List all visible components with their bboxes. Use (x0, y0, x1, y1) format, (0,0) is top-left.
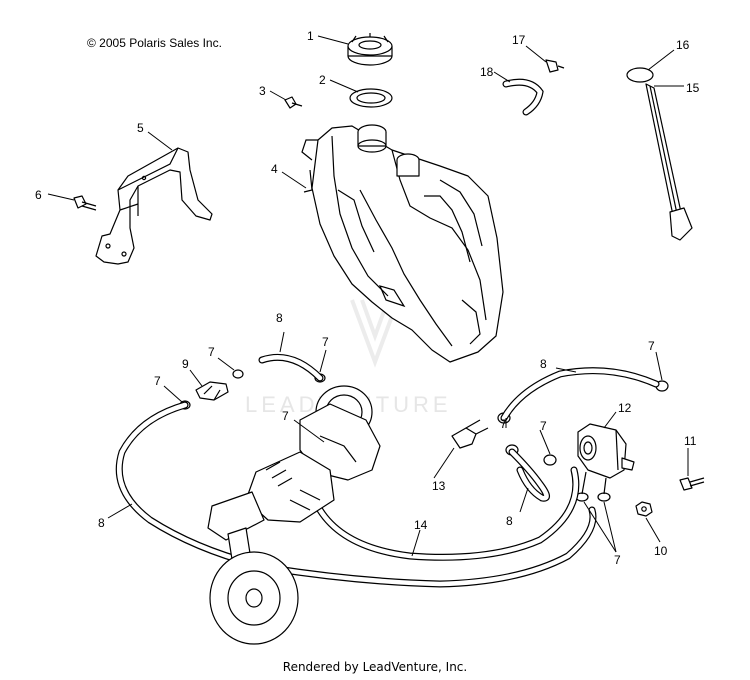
vent-line-18 (502, 78, 544, 116)
callout-10: 10 (654, 544, 668, 558)
inline-filter-9 (195, 381, 229, 401)
tee-fitting-13 (451, 419, 489, 449)
callout-17: 17 (512, 33, 526, 47)
footer-credit: Rendered by LeadVenture, Inc. (282, 660, 468, 674)
callout-11: 11 (684, 434, 697, 448)
vent-fitting-17 (545, 59, 565, 73)
callout-4: 4 (271, 162, 278, 176)
fuel-cap (347, 33, 393, 66)
callout-15: 15 (686, 81, 700, 95)
callout-13: 13 (432, 479, 446, 493)
callout-8a: 8 (276, 311, 283, 325)
fuel-level-sender (626, 67, 693, 241)
callout-labels: 1 2 3 4 5 6 7 7 7 7 7 7 7 7 8 8 8 8 9 10… (35, 29, 700, 567)
callout-7b: 7 (154, 374, 161, 388)
callout-8d: 8 (506, 514, 513, 528)
callout-8c: 8 (98, 516, 105, 530)
callout-7a: 7 (208, 345, 215, 359)
copyright-text: © 2005 Polaris Sales Inc. (87, 36, 222, 50)
nut-10 (635, 501, 653, 517)
callout-7f: 7 (540, 419, 547, 433)
screw-3 (284, 96, 303, 109)
callout-1: 1 (307, 29, 314, 43)
callout-12: 12 (618, 401, 632, 415)
callout-7d: 7 (282, 409, 289, 423)
callout-6: 6 (35, 188, 42, 202)
callout-16: 16 (676, 38, 690, 52)
bolt-6 (73, 195, 97, 211)
callout-14: 14 (414, 518, 428, 532)
callout-7e: 7 (500, 417, 507, 431)
callout-8b: 8 (540, 357, 547, 371)
callout-3: 3 (259, 84, 266, 98)
callout-2: 2 (319, 73, 326, 87)
leader-lines (47, 35, 689, 557)
bolt-11 (679, 477, 705, 491)
callout-7g: 7 (648, 339, 655, 353)
fuel-pump-12 (577, 423, 635, 495)
throttle-body-assembly (207, 385, 381, 645)
fuel-tank (301, 124, 504, 363)
callout-18: 18 (480, 65, 494, 79)
callout-9: 9 (182, 357, 189, 371)
cap-gasket (349, 88, 393, 108)
callout-7h: 7 (614, 553, 621, 567)
callout-5: 5 (137, 121, 144, 135)
callout-7c: 7 (322, 335, 329, 349)
tank-bracket (95, 147, 213, 265)
